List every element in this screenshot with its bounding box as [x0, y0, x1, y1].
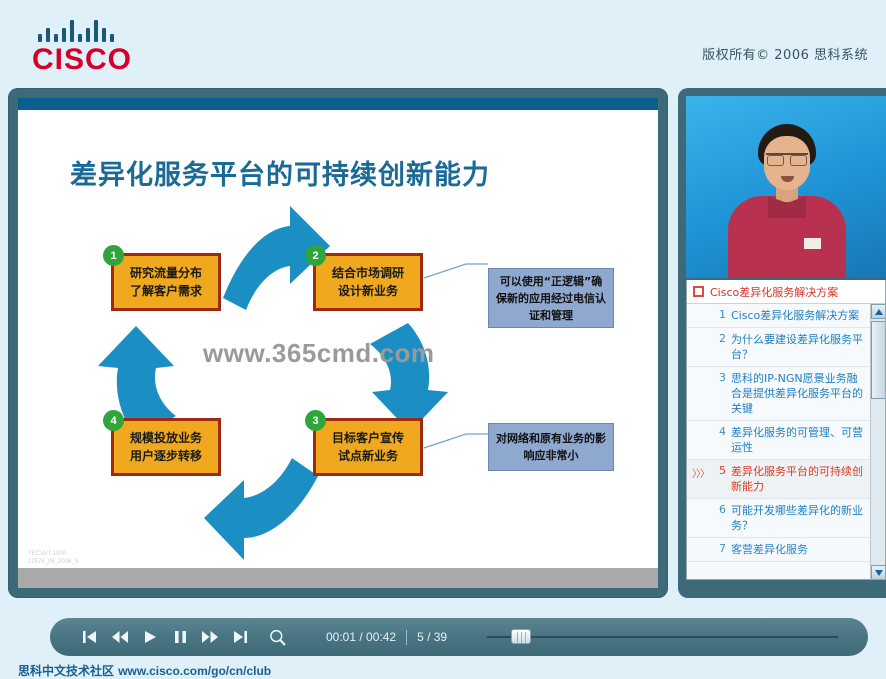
presenter-placard [804, 238, 821, 249]
slide-footnote-line1: TEC\A/T-1000 [28, 551, 67, 557]
footer-url[interactable]: www.cisco.com/go/cn/club [118, 664, 272, 678]
slide-counter: 5 / 39 [417, 630, 448, 644]
process-box-3: 3 目标客户宣传 试点新业务 [305, 410, 423, 476]
chapter-number-2: 2 [719, 332, 726, 345]
chapter-label-7: 客营差异化服务 [731, 543, 808, 556]
copyright-text: 版权所有© 2006 思科系统 [702, 48, 868, 63]
chapter-label-4: 差异化服务的可管理、可营运性 [731, 426, 863, 454]
slide-footnote-line2: 12576_05_2006_X [28, 559, 79, 565]
time-elapsed-total: 00:01 / 00:42 [326, 630, 397, 644]
right-panel: Cisco差异化服务解决方案 1 Cisco差异化服务解决方案 2 为什么要建设… [678, 88, 886, 598]
process-box-1-line2: 了解客户需求 [129, 284, 202, 298]
process-badge-3: 3 [305, 410, 326, 431]
time-separator [406, 629, 408, 645]
skip-back-icon[interactable] [82, 628, 98, 646]
presenter-video[interactable] [686, 96, 886, 278]
chapter-number-6: 6 [719, 503, 726, 516]
seek-handle[interactable] [511, 629, 532, 644]
chapter-list-panel: Cisco差异化服务解决方案 1 Cisco差异化服务解决方案 2 为什么要建设… [686, 280, 886, 580]
footer-label: 思科中文技术社区 [18, 664, 115, 678]
process-box-2-line2: 设计新业务 [337, 284, 398, 298]
chapter-label-6: 可能开发哪些差异化的新业务？ [731, 504, 863, 532]
slide-accent-bar [18, 98, 658, 110]
callout-box-2: 对网络和原有业务的影响应非常小 [488, 423, 614, 471]
chapter-marker-1 [691, 308, 709, 309]
cisco-logo-bars [32, 18, 152, 42]
footer-credit: 思科中文技术社区 www.cisco.com/go/cn/club [18, 662, 271, 679]
chapter-number-5: 5 [719, 464, 726, 477]
process-badge-4: 4 [103, 410, 124, 431]
slide-panel: 差异化服务平台的可持续创新能力 www.365cmd.com 1 研究流量分布 … [8, 88, 668, 598]
chevron-up-icon[interactable] [871, 304, 885, 319]
skip-forward-icon[interactable] [232, 628, 248, 646]
scrollbar-thumb[interactable] [871, 321, 885, 399]
chapter-marker-3 [691, 371, 709, 372]
process-box-4-line2: 用户逐步转移 [129, 449, 202, 463]
callout-box-1: 可以使用“正逻辑”确保新的应用经过电信认证和管理 [488, 268, 614, 328]
transport-controls [50, 628, 286, 646]
chapter-number-7: 7 [719, 542, 726, 555]
presenter-mouth [781, 176, 794, 182]
chapter-item-1[interactable]: 1 Cisco差异化服务解决方案 [687, 304, 885, 328]
process-box-4: 4 规模投放业务 用户逐步转移 [103, 410, 221, 476]
process-box-3-line2: 试点新业务 [337, 449, 398, 463]
chapter-label-2: 为什么要建设差异化服务平台？ [731, 333, 863, 361]
bullet-square-icon [693, 286, 704, 297]
seek-track[interactable] [487, 636, 838, 638]
chapter-scroll-area[interactable]: 1 Cisco差异化服务解决方案 2 为什么要建设差异化服务平台？ 3 思科的I… [687, 304, 885, 579]
process-cycle-diagram [98, 206, 488, 560]
process-box-2-line1: 结合市场调研 [331, 266, 404, 280]
process-box-1: 1 研究流量分布 了解客户需求 [103, 245, 221, 311]
chapter-label-3: 思科的IP-NGN愿景业务融合是提供差异化服务平台的关键 [731, 372, 863, 415]
presenter-neck [776, 186, 798, 202]
chapter-item-4[interactable]: 4 差异化服务的可管理、可营运性 [687, 421, 885, 460]
chevron-down-icon[interactable] [871, 565, 885, 579]
slide-footnote: TEC\A/T-1000 12576_05_2006_X [28, 550, 79, 566]
presenter-collar [768, 196, 806, 218]
chapter-marker-6 [691, 503, 709, 504]
chapter-item-5[interactable]: 〉〉〉 5 差异化服务平台的可持续创新能力 [687, 460, 885, 499]
seek-slider[interactable] [477, 618, 846, 656]
cisco-logo: CISCO [32, 18, 152, 76]
glasses-icon [766, 153, 808, 166]
cisco-wordmark: CISCO [32, 43, 133, 76]
chapter-item-6[interactable]: 6 可能开发哪些差异化的新业务？ [687, 499, 885, 538]
chapter-item-3[interactable]: 3 思科的IP-NGN愿景业务融合是提供差异化服务平台的关键 [687, 367, 885, 421]
process-box-2: 2 结合市场调研 设计新业务 [305, 245, 423, 311]
chapter-number-1: 1 [719, 308, 726, 321]
magnifier-icon[interactable] [268, 628, 286, 646]
process-box-4-line1: 规模投放业务 [129, 431, 202, 445]
chapter-item-7[interactable]: 7 客营差异化服务 [687, 538, 885, 562]
chapter-marker-4 [691, 425, 709, 426]
slide-canvas-container: 差异化服务平台的可持续创新能力 www.365cmd.com 1 研究流量分布 … [18, 98, 658, 588]
page-header: CISCO 版权所有© 2006 思科系统 [0, 0, 886, 86]
player-control-bar: 00:01 / 00:42 5 / 39 [50, 618, 868, 656]
chapter-label-5: 差异化服务平台的可持续创新能力 [731, 465, 863, 493]
current-chapter-marker-icon: 〉〉〉 [692, 469, 710, 480]
chapter-number-3: 3 [719, 371, 726, 384]
chapter-list-title: Cisco差异化服务解决方案 [710, 285, 839, 299]
pause-icon[interactable] [172, 628, 188, 646]
process-badge-2: 2 [305, 245, 326, 266]
chapter-number-4: 4 [719, 425, 726, 438]
slide-bottom-bar [18, 568, 658, 588]
chapter-item-2[interactable]: 2 为什么要建设差异化服务平台？ [687, 328, 885, 367]
rewind-icon[interactable] [112, 628, 128, 646]
play-icon[interactable] [142, 628, 158, 646]
chapter-marker-7 [691, 542, 709, 543]
chapter-list-header: Cisco差异化服务解决方案 [687, 280, 885, 304]
time-display-group: 00:01 / 00:42 5 / 39 [326, 629, 448, 645]
fast-forward-icon[interactable] [202, 628, 218, 646]
process-box-3-line1: 目标客户宣传 [331, 431, 404, 445]
chapter-marker-2 [691, 332, 709, 333]
process-badge-1: 1 [103, 245, 124, 266]
chapter-label-1: Cisco差异化服务解决方案 [731, 309, 860, 322]
chapter-scrollbar[interactable] [870, 304, 885, 579]
slide-title: 差异化服务平台的可持续创新能力 [70, 160, 490, 191]
process-box-1-line1: 研究流量分布 [129, 266, 202, 280]
